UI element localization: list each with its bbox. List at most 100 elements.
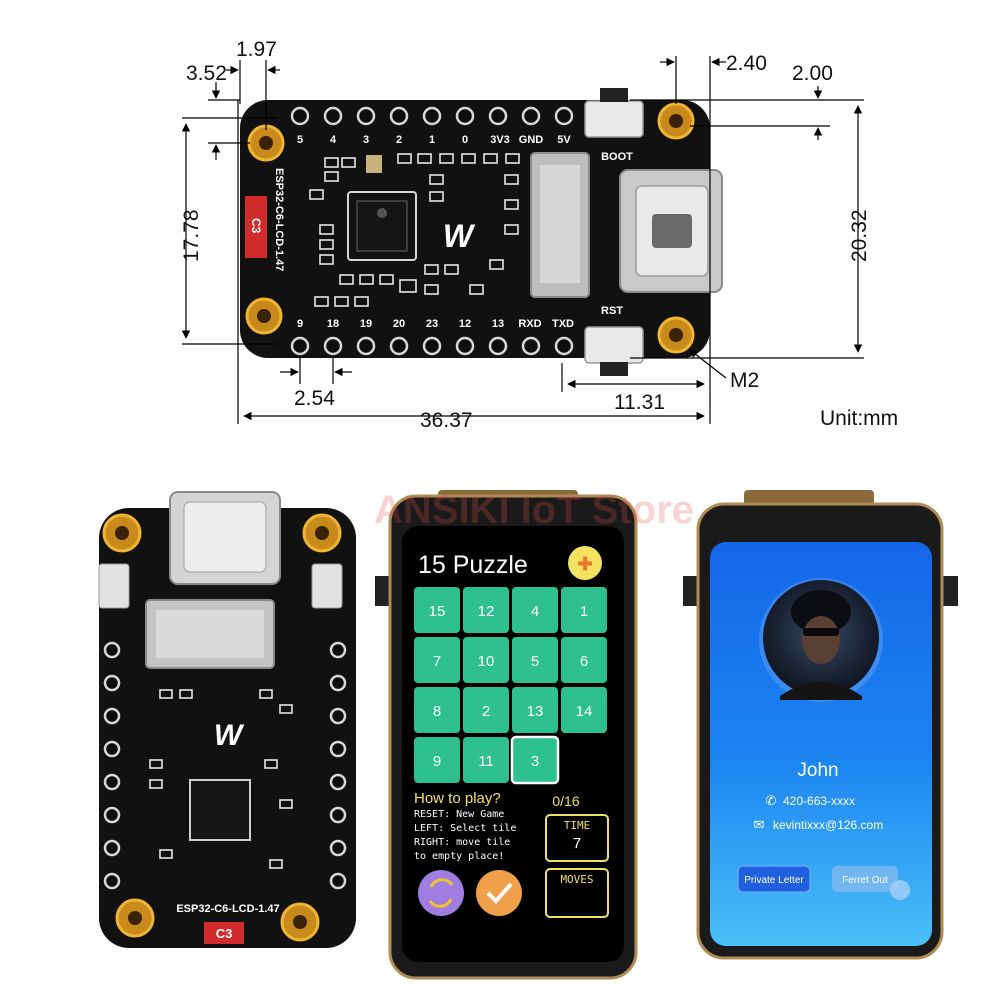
contact-phone: 420-663-xxxx [783, 794, 855, 808]
waveshare-logo-icon: W [443, 218, 476, 254]
esp32-chip [189, 779, 251, 841]
svg-text:13: 13 [527, 703, 544, 720]
pin-label: 5 [297, 134, 303, 146]
phone-icon: ✆ [766, 793, 777, 808]
moves-box [545, 868, 609, 918]
svg-text:1: 1 [580, 603, 588, 620]
pin-label: TXD [552, 318, 574, 330]
dim-2-00: 2.00 [792, 62, 833, 85]
puzzle-tile[interactable] [414, 687, 460, 733]
puzzle-tile[interactable] [561, 587, 607, 633]
watermark: ANSIKI IoT Store [374, 488, 694, 532]
dim-2-54: 2.54 [294, 387, 335, 410]
private-letter-button[interactable] [737, 865, 811, 893]
c3-badge [204, 922, 244, 944]
dimension-diagram: 5 4 3 2 1 0 3V3 GND 5V 9 18 19 20 23 12 … [180, 38, 898, 432]
pin-label: 12 [459, 318, 471, 330]
puzzle-tile[interactable] [463, 587, 509, 633]
svg-text:TIME: TIME [564, 819, 591, 832]
svg-text:9: 9 [433, 753, 441, 770]
mail-icon: ✉ [754, 817, 765, 832]
how-to-play-title: How to play? [414, 790, 501, 807]
unit-label: Unit:mm [820, 407, 898, 430]
smd-components [309, 153, 520, 307]
pin-label: 1 [429, 134, 435, 146]
model-label: ESP32-C6-LCD-1.47 [176, 903, 279, 915]
pin-label: 13 [492, 318, 504, 330]
svg-text:RESET: New Game: RESET: New Game [414, 809, 504, 820]
contact-email: kevintixxx@126.com [773, 818, 883, 832]
bottom-pin-labels: 9 18 19 20 23 12 13 RXD TXD [297, 318, 574, 330]
dimension-lines [181, 56, 864, 424]
dim-36-37: 36.37 [420, 409, 473, 432]
puzzle-tile[interactable] [414, 737, 460, 783]
dim-2-40: 2.40 [726, 52, 767, 75]
pin-label: 4 [330, 134, 337, 146]
ferret-out-button[interactable] [832, 866, 898, 892]
svg-text:LEFT: Select tile: LEFT: Select tile [414, 823, 516, 834]
dim-1-97: 1.97 [236, 38, 277, 61]
svg-text:15: 15 [429, 603, 446, 620]
pin-label: RXD [518, 318, 541, 330]
puzzle-grid: 15 12 4 1 7 10 5 6 8 2 13 14 9 [414, 587, 607, 785]
puzzle-tile[interactable] [463, 687, 509, 733]
svg-text:3: 3 [531, 753, 539, 770]
puzzle-tile[interactable] [561, 687, 607, 733]
boot-label: BOOT [601, 151, 633, 163]
rst-button [311, 563, 343, 609]
pin-label: 18 [327, 318, 339, 330]
svg-text:4: 4 [531, 603, 539, 620]
bottom-pin-header [290, 336, 574, 356]
dim-20-32: 20.32 [848, 209, 871, 262]
dim-17-78: 17.78 [180, 209, 203, 262]
model-label: ESP32-C6-LCD-1.47 [273, 168, 285, 271]
puzzle-tile[interactable] [463, 637, 509, 683]
pin-label: 19 [360, 318, 372, 330]
svg-text:2: 2 [482, 703, 490, 720]
dim-3-52: 3.52 [186, 62, 227, 85]
cursor-dot-icon [890, 880, 910, 900]
dim-11-31: 11.31 [614, 391, 665, 414]
puzzle-tile-selected[interactable] [510, 735, 560, 785]
svg-text:10: 10 [478, 653, 495, 670]
puzzle-tile[interactable] [512, 637, 558, 683]
puzzle-tile[interactable] [414, 587, 460, 633]
pin-column-right [329, 641, 347, 890]
puzzle-tile[interactable] [512, 587, 558, 633]
contact-name: John [797, 760, 838, 781]
svg-text:6: 6 [580, 653, 588, 670]
pin-label: GND [519, 134, 544, 146]
c3-badge [245, 196, 267, 258]
pin-column-left [103, 641, 121, 890]
svg-text:MOVES: MOVES [560, 873, 593, 886]
pcb-board-top [240, 100, 710, 358]
time-box [545, 814, 609, 862]
svg-text:7: 7 [433, 653, 441, 670]
svg-text:to empty place!: to empty place! [414, 851, 504, 862]
check-icon[interactable] [476, 870, 522, 916]
boot-button-top [584, 100, 644, 138]
rst-label: RST [601, 305, 623, 317]
instructions: RESET: New Game LEFT: Select tile RIGHT:… [414, 809, 516, 862]
reset-icon[interactable] [418, 870, 464, 916]
puzzle-tile[interactable] [561, 637, 607, 683]
score: 0/16 [552, 793, 579, 809]
svg-text:11: 11 [478, 753, 494, 770]
pin-label: 3V3 [490, 134, 510, 146]
svg-text:8: 8 [433, 703, 441, 720]
puzzle-tile[interactable] [414, 637, 460, 683]
pin-label: 9 [297, 318, 303, 330]
puzzle-tile[interactable] [512, 687, 558, 733]
puzzle-tile[interactable] [463, 737, 509, 783]
puzzle-piece-icon[interactable] [568, 546, 602, 580]
board-back-vertical: W ESP32-C6-LCD-1.47 C3 [98, 491, 356, 948]
svg-text:Private Letter: Private Letter [744, 875, 804, 886]
pin-label: 3 [363, 134, 369, 146]
boot-button [98, 563, 130, 609]
svg-text:RIGHT: move tile: RIGHT: move tile [414, 837, 510, 848]
svg-text:C3: C3 [249, 218, 263, 234]
esp32-chip [347, 191, 417, 261]
top-pin-header [290, 106, 574, 126]
svg-text:Ferret Out: Ferret Out [842, 875, 888, 886]
